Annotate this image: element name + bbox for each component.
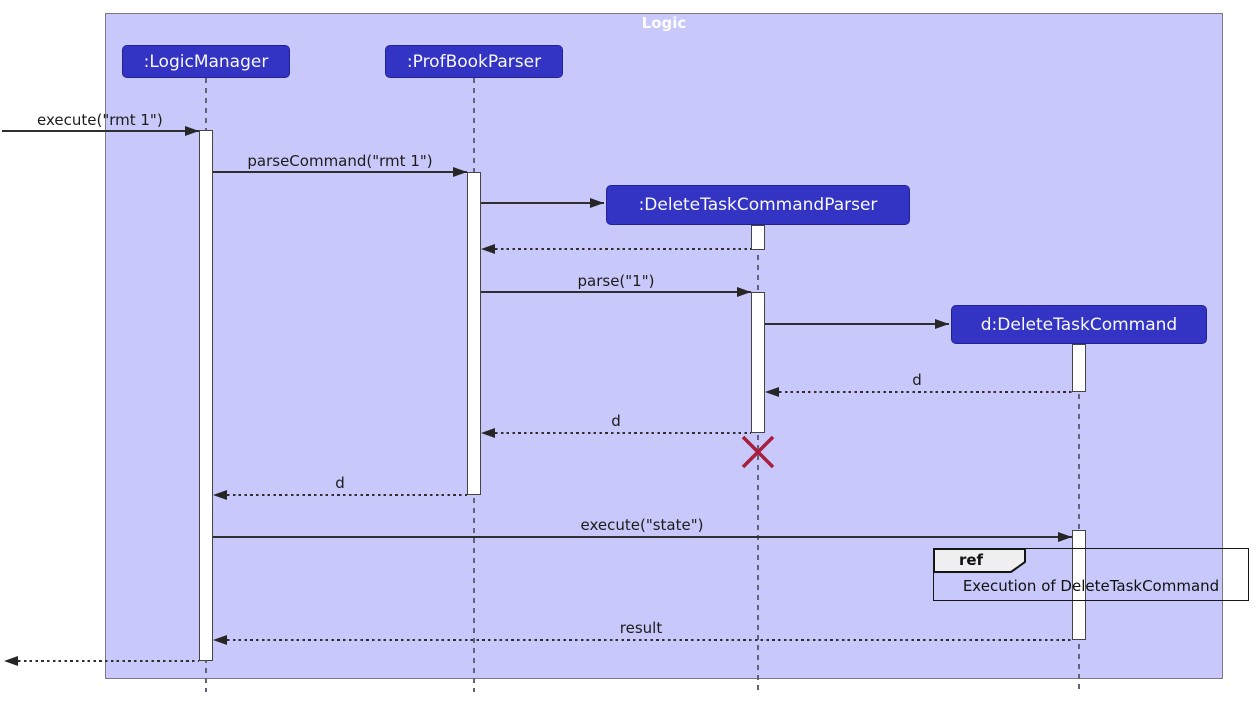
message-parsecommand-line — [213, 171, 467, 173]
activation-profbookparser — [467, 172, 481, 495]
arrowhead-icon — [213, 490, 227, 500]
participant-logicmanager-label: :LogicManager — [143, 51, 269, 72]
participant-logicmanager: :LogicManager — [122, 45, 290, 78]
activation-deletetaskcommandparser-parse — [751, 292, 765, 433]
message-parse1-label: parse("1") — [577, 272, 655, 290]
arrowhead-icon — [213, 635, 227, 645]
message-return-parser-line — [495, 248, 751, 250]
message-return-d3-label: d — [335, 474, 345, 492]
ref-fragment — [933, 548, 1249, 601]
arrowhead-icon — [935, 319, 949, 329]
arrowhead-icon — [4, 656, 18, 666]
message-return-d2-line — [495, 432, 751, 434]
arrowhead-icon — [737, 287, 751, 297]
participant-deletetaskcommand-label: d:DeleteTaskCommand — [980, 314, 1178, 335]
activation-deletetaskcommandparser-create — [751, 225, 765, 250]
arrowhead-icon — [765, 387, 779, 397]
participant-profbookparser: :ProfBookParser — [385, 45, 563, 78]
message-result-line — [227, 639, 1072, 641]
message-execute-rmt1-label: execute("rmt 1") — [37, 111, 163, 129]
message-create-command-line — [765, 323, 949, 325]
message-create-parser-line — [481, 202, 604, 204]
ref-keyword: ref — [958, 551, 984, 569]
message-return-d2-label: d — [611, 412, 621, 430]
arrowhead-icon — [1058, 532, 1072, 542]
arrowhead-icon — [481, 244, 495, 254]
message-return-d1-label: d — [912, 371, 922, 389]
message-execute-rmt1-line — [2, 130, 199, 132]
participant-deletetaskcommand: d:DeleteTaskCommand — [951, 305, 1207, 344]
activation-deletetaskcommand-create — [1072, 344, 1086, 392]
activation-logicmanager — [199, 130, 213, 661]
frame-title: Logic — [641, 14, 687, 32]
message-parse1-line — [481, 291, 751, 293]
arrowhead-icon — [481, 428, 495, 438]
ref-tab-shape — [933, 548, 1026, 573]
message-result-label: result — [619, 619, 663, 637]
participant-deletetaskcommandparser-label: :DeleteTaskCommandParser — [638, 195, 878, 215]
participant-deletetaskcommandparser: :DeleteTaskCommandParser — [606, 185, 910, 225]
message-execute-state-line — [213, 536, 1072, 538]
activation-deletetaskcommand-execute — [1072, 530, 1086, 640]
lifeline-deletetaskcommand — [1078, 344, 1080, 692]
message-final-return-line — [18, 660, 199, 662]
arrowhead-icon — [590, 198, 604, 208]
message-parsecommand-label: parseCommand("rmt 1") — [247, 152, 433, 170]
message-execute-state-label: execute("state") — [580, 516, 704, 534]
ref-label: Execution of DeleteTaskCommand — [962, 577, 1220, 595]
message-return-d1-line — [779, 391, 1072, 393]
message-return-d3-line — [227, 494, 467, 496]
lifeline-deletetaskcommandparser — [757, 225, 759, 692]
participant-profbookparser-label: :ProfBookParser — [406, 51, 542, 72]
arrowhead-icon — [185, 126, 199, 136]
destroy-x-icon — [741, 435, 775, 469]
logic-frame — [105, 13, 1223, 679]
arrowhead-icon — [453, 167, 467, 177]
